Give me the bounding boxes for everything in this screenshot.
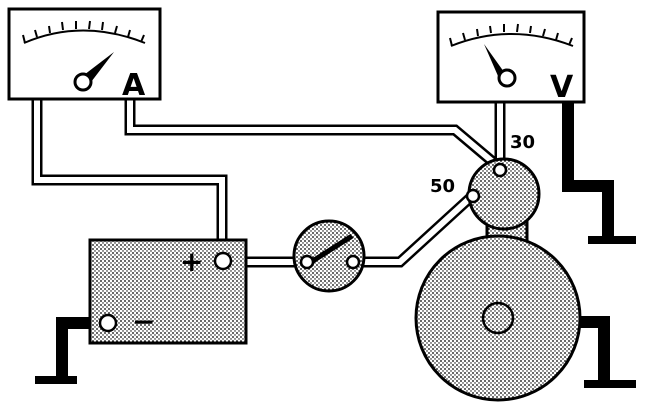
terminal-30-label: 30 xyxy=(510,132,535,153)
starter-motor: 30 50 xyxy=(414,132,582,402)
switch-lever xyxy=(306,233,354,267)
battery-plus-label: + xyxy=(180,245,203,278)
switch-contact-left xyxy=(299,254,315,270)
ammeter-scale xyxy=(22,20,146,44)
voltmeter-scale xyxy=(449,23,574,47)
starter-motor-shaft xyxy=(481,301,515,335)
ground-voltmeter xyxy=(562,100,636,244)
voltmeter-case xyxy=(436,10,586,104)
voltmeter-needle xyxy=(484,44,504,76)
wiring xyxy=(31,96,506,268)
voltmeter-unit-label: V xyxy=(550,70,574,105)
battery-minus-terminal xyxy=(98,313,118,333)
terminal-50-node xyxy=(465,188,481,204)
terminal-50-label: 50 xyxy=(430,176,455,197)
terminal-30-node xyxy=(492,162,508,178)
battery-plus-terminal xyxy=(213,251,233,271)
voltmeter: V xyxy=(436,10,586,105)
wire-switch-to-terminal-50 xyxy=(354,193,474,268)
wire-ammeter-to-battery-plus xyxy=(31,96,228,258)
ammeter: A xyxy=(7,7,162,103)
wire-ammeter-to-terminal-30 xyxy=(124,96,504,173)
ammeter-pivot xyxy=(73,72,93,92)
switch-contact-right xyxy=(345,254,361,270)
voltmeter-pivot xyxy=(497,68,517,88)
battery: + − xyxy=(88,238,248,345)
battery-minus-label: − xyxy=(132,305,155,338)
starter-switch xyxy=(292,219,366,293)
ammeter-unit-label: A xyxy=(122,68,146,103)
